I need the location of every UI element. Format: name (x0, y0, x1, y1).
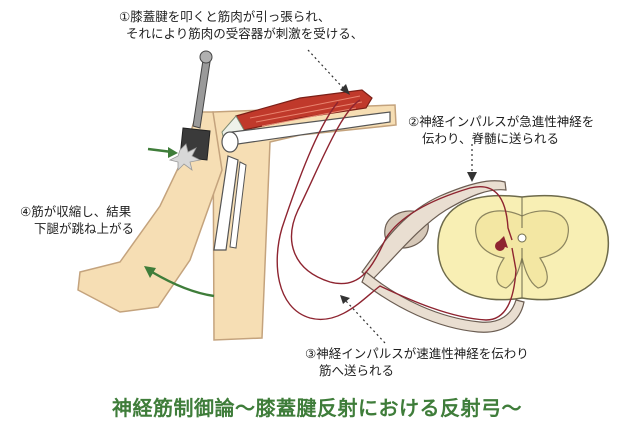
annotation-step-2-line-2: 伝わり、脊髄に送られる (422, 131, 560, 146)
annotation-step-3-line-1: ③神経インパルスが速進性神経を伝わり (305, 346, 529, 361)
tibia (213, 155, 239, 251)
leg-kick-arrow-icon (144, 266, 215, 298)
reflex-hammer-icon (179, 50, 213, 161)
annotation-step-1-line-2: それにより筋肉の受容器が刺激を受ける、 (126, 26, 364, 41)
impact-burst (168, 143, 202, 171)
annotation-step-2: ②神経インパルスが急進性神経を 伝わり、脊髄に送られる (408, 113, 594, 147)
patella (221, 131, 239, 153)
central-canal (517, 233, 527, 243)
thigh (212, 104, 397, 341)
spinal-cord (437, 194, 610, 301)
fibula (229, 161, 247, 249)
leader-lines (307, 49, 473, 344)
leader-arrowheads (340, 84, 477, 304)
annotation-step-2-line-1: ②神経インパルスが急進性神経を (408, 114, 595, 129)
annotation-step-4-line-1: ④筋が収縮し、結果 (20, 204, 132, 219)
annotation-step-4: ④筋が収縮し、結果 下腿が跳ね上がる (20, 203, 134, 237)
muscle-fibres (249, 95, 363, 127)
diagram-caption: 神経筋制御論〜膝蓋腱反射における反射弓〜 (112, 396, 522, 420)
afferent-nerve-fibre (290, 99, 513, 285)
annotation-step-1-line-1: ①膝蓋腱を叩くと筋肉が引っ張られ、 (119, 9, 331, 24)
annotation-step-1: ①膝蓋腱を叩くと筋肉が引っ張られ、 それにより筋肉の受容器が刺激を受ける、 (119, 8, 363, 42)
ventral-root (361, 271, 525, 333)
efferent-nerve-fibre (276, 101, 517, 321)
annotation-step-3-line-2: 筋へ送られる (319, 363, 395, 378)
annotation-step-4-line-2: 下腿が跳ね上がる (34, 221, 135, 236)
tap-arrow-icon (147, 147, 178, 158)
synapse-marker (496, 236, 508, 248)
annotation-step-3: ③神経インパルスが速進性神経を伝わり 筋へ送られる (305, 345, 529, 379)
